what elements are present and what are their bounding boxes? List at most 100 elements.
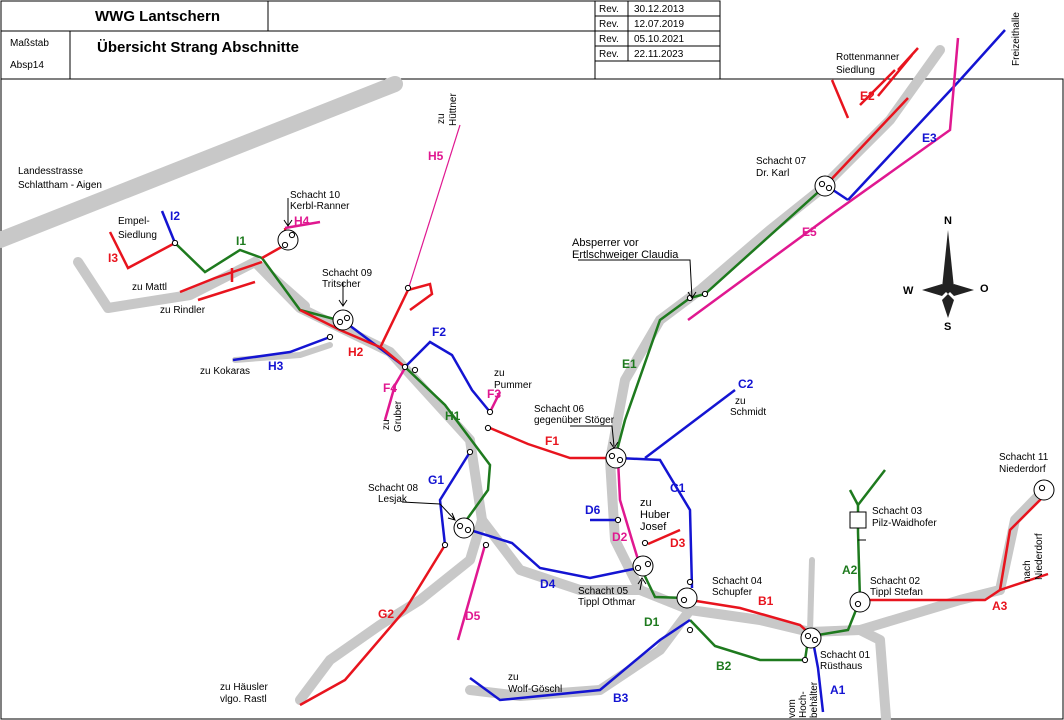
shaft-10[interactable] [277, 229, 299, 251]
label-shaft-05-name: Tippl Othmar [578, 597, 636, 608]
pipe-E2 [824, 47, 919, 187]
segment-I3: I3 [108, 251, 118, 265]
segment-E2: E2 [860, 89, 875, 103]
label-shaft-06: Schacht 06 [534, 404, 584, 415]
pipe-H5-red [378, 282, 434, 349]
compass-rose: N S W O [903, 215, 989, 333]
label-shaft-03-name: Pilz-Waidhofer [872, 518, 937, 529]
segment-H1: H1 [445, 409, 461, 423]
road-kokaras [232, 342, 333, 363]
rev-label: Rev. [599, 49, 619, 60]
segment-D2: D2 [612, 530, 628, 544]
pipe-C2 [644, 389, 736, 459]
pipe-D1 [638, 565, 687, 600]
label-shaft-04: Schacht 04 [712, 576, 762, 587]
segment-labels: I1 I2 I3 H1 H2 H3 H4 H5 F1 F2 F3 F4 E1 E… [108, 89, 1008, 705]
segment-A2: A2 [842, 563, 858, 577]
shaft-01[interactable] [800, 627, 822, 649]
label-landesstrasse: Landesstrasse [18, 166, 83, 177]
segment-C2: C2 [738, 377, 754, 391]
label-absperrer-name: Ertlschweiger Claudia [572, 249, 679, 261]
label-wolf-zu: zu [508, 672, 519, 683]
segment-E5: E5 [802, 225, 817, 239]
shaft-08[interactable] [453, 517, 475, 539]
label-niederdorf-nach: nach [1022, 560, 1033, 582]
label-empel-siedlung: Siedlung [118, 230, 157, 241]
label-wolf-goeschl: Wolf-Göschl [508, 684, 562, 695]
label-schmidt-zu: zu [735, 396, 746, 407]
rev-label: Rev. [599, 4, 619, 15]
segment-H2: H2 [348, 345, 364, 359]
shaft-04[interactable] [676, 587, 698, 609]
label-shaft-01: Schacht 01 [820, 650, 870, 661]
rev-date: 05.10.2021 [634, 34, 684, 45]
label-shaft-11: Schacht 11 [999, 452, 1049, 463]
valve-markers [171, 180, 1046, 664]
pipe-I2 [160, 210, 177, 244]
segment-F1: F1 [545, 434, 559, 448]
segment-D5: D5 [465, 609, 481, 623]
pipe-D3 [647, 528, 681, 546]
label-gruber-zu: zu [381, 419, 392, 430]
segment-H4: H4 [294, 214, 310, 228]
label-niederdorf: Niederdorf [1034, 533, 1045, 580]
segment-H3: H3 [268, 359, 284, 373]
segment-I1: I1 [236, 234, 246, 248]
pipe-E5 [687, 37, 960, 322]
shaft-07[interactable] [814, 175, 836, 197]
label-shaft-09: Schacht 09 [322, 268, 372, 279]
drawing-id: Absp14 [10, 60, 44, 71]
shafts [277, 175, 1055, 649]
label-shaft-07-name: Dr. Karl [756, 168, 789, 179]
label-schmidt: Schmidt [730, 407, 766, 418]
label-hochbehaelter-hoch: Hoch- [798, 691, 809, 718]
label-shaft-06-name: gegenüber Stöger [534, 415, 615, 426]
pipe-H3 [232, 335, 331, 362]
segment-B2: B2 [716, 659, 732, 673]
revision-list: Rev. 30.12.2013 Rev. 12.07.2019 Rev. 05.… [599, 4, 684, 60]
road-south [477, 515, 1005, 637]
label-haeusler: zu Häusler [220, 682, 268, 693]
segment-I2: I2 [170, 209, 180, 223]
shaft-09[interactable] [332, 309, 354, 331]
segment-D4: D4 [540, 577, 556, 591]
label-huettner: Hüttner [448, 93, 459, 126]
pipe-F1 [489, 426, 614, 460]
segment-F2: F2 [432, 325, 446, 339]
label-shaft-10: Schacht 10 [290, 190, 340, 201]
pipe-F3 [488, 391, 502, 413]
road-east-spur [855, 625, 891, 720]
shaft-03[interactable] [849, 511, 867, 529]
scale-label: Maßstab [10, 38, 49, 49]
pipe-D4 [469, 528, 639, 580]
segment-A3: A3 [992, 599, 1008, 613]
compass-needle-east [948, 284, 974, 296]
pipe-E3 [847, 29, 1006, 201]
label-shaft-11-name: Niederdorf [999, 464, 1046, 475]
label-landesstrasse-route: Schlattham - Aigen [18, 180, 102, 191]
label-rastl: vlgo. Rastl [220, 694, 267, 705]
pipes-green [174, 185, 886, 662]
label-kokaras: zu Kokaras [200, 366, 250, 377]
pipe-H5 [407, 124, 461, 291]
map-frame [0, 78, 1064, 720]
label-gruber: Gruber [393, 400, 404, 432]
segment-F3: F3 [487, 387, 501, 401]
segment-D3: D3 [670, 536, 686, 550]
pipes-magenta [284, 37, 960, 641]
shaft-06[interactable] [605, 447, 627, 469]
compass-w: W [903, 285, 914, 297]
label-hochbehaelter-vom: vom [787, 699, 798, 718]
compass-s: S [944, 321, 951, 333]
rev-date: 12.07.2019 [634, 19, 684, 30]
segment-G1: G1 [428, 473, 444, 487]
pipe-G1 [438, 451, 472, 546]
compass-o: O [980, 283, 989, 295]
label-huber-josef: Josef [640, 521, 667, 533]
pipe-C1 [617, 456, 694, 589]
label-pummer: Pummer [494, 380, 532, 391]
segment-E3: E3 [922, 131, 937, 145]
segment-D6: D6 [585, 503, 601, 517]
compass-needle-north [942, 230, 954, 294]
